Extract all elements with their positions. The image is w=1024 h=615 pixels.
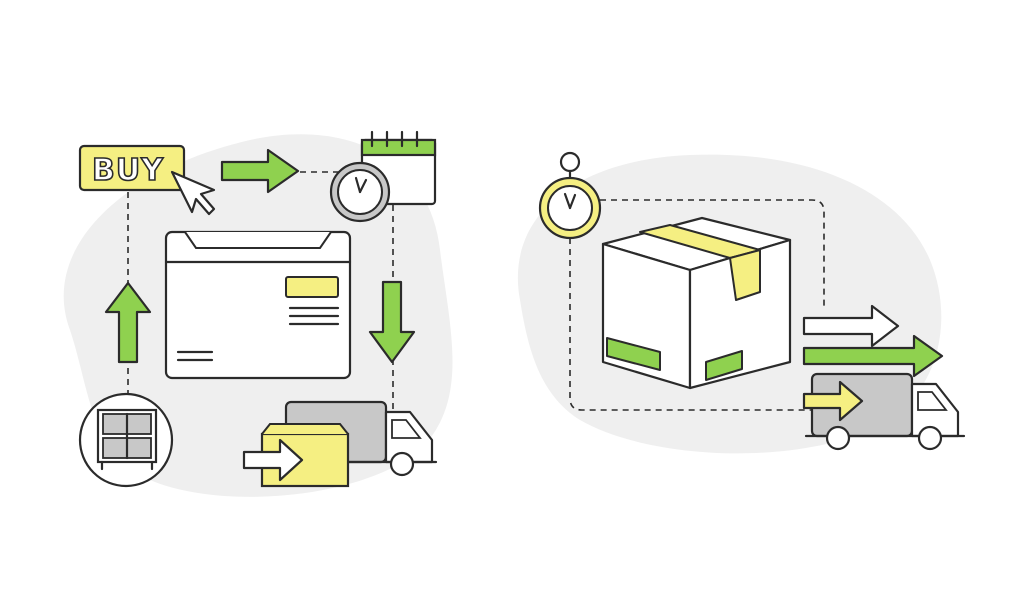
delivery-truck-icon <box>802 372 966 451</box>
arrow-down-icon <box>368 280 416 364</box>
arrow-right-icon <box>802 380 864 422</box>
cardboard-box-icon <box>601 216 792 390</box>
arrow-right-icon <box>802 334 944 378</box>
arrow-right-icon <box>220 148 300 194</box>
arrow-right-icon <box>802 304 900 348</box>
cursor-icon <box>170 170 216 216</box>
stopwatch-icon <box>538 151 602 240</box>
clock-icon <box>329 161 391 223</box>
buy-button[interactable]: BUY <box>78 144 186 192</box>
package-icon <box>242 423 350 488</box>
right-dashed-flow <box>569 199 825 411</box>
arrow-right-icon <box>242 438 304 482</box>
arrow-up-icon <box>104 281 152 364</box>
buy-button-label: BUY <box>92 153 164 188</box>
envelope-icon <box>164 230 352 380</box>
cabinet-icon <box>78 392 174 488</box>
